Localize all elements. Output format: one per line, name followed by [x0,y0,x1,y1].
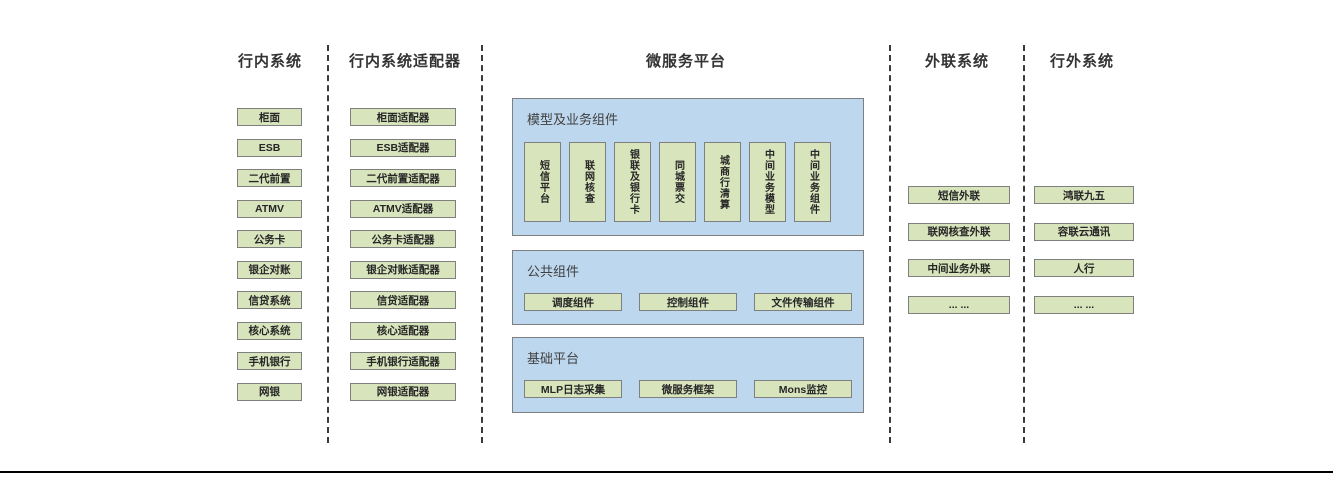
column-header-internal-adapters: 行内系统适配器 [348,53,461,70]
base-platform-boxes: MLP日志采集微服务框架 Mons监控 [524,380,852,398]
component-box: MLP日志采集 [524,380,622,398]
system-box: 银企对账 [237,260,302,279]
adapter-box: 信贷适配器 [350,291,456,309]
adapter-box: 手机银行适配器 [350,352,456,370]
external-link-box: 联网核查外联 [908,222,1010,241]
component-box-vertical: 联网核查 [569,142,606,222]
common-components-boxes: 调度组件控制组件文件传输组件 [524,293,852,311]
column-divider-3 [889,45,891,443]
system-box: 核心系统 [237,321,302,340]
outside-system-box: 容联云通讯 [1034,222,1134,241]
adapter-box: ESB适配器 [350,138,456,157]
adapter-box: 柜面适配器 [350,108,456,126]
outside-system-box: 鸿联九五 [1034,186,1134,204]
adapter-box: 网银适配器 [350,382,456,401]
outside-systems-list: 鸿联九五容联云通讯人行 ... ... [1034,186,1134,314]
group-label: 公共组件 [527,264,580,279]
component-box-vertical: 城商行清算 [704,142,741,222]
column-divider-4 [1023,45,1025,443]
group-label: 模型及业务组件 [527,112,619,127]
component-box-vertical: 同城票交 [659,142,696,222]
system-box: 信贷系统 [237,291,302,309]
column-header-external-link-systems: 外联系统 [924,53,989,70]
external-link-box: ... ... [908,295,1010,314]
component-box: 微服务框架 [639,380,737,398]
adapter-box: ATMV适配器 [350,199,456,218]
adapter-box: 二代前置适配器 [350,169,456,187]
column-header-internal-systems: 行内系统 [237,53,302,70]
component-box: 文件传输组件 [754,293,852,311]
component-box: 控制组件 [639,293,737,311]
external-link-list: 短信外联联网核查外联中间业务外联 ... ... [908,186,1010,314]
group-common-components: 公共组件 调度组件控制组件文件传输组件 [512,250,864,325]
system-box: 二代前置 [237,169,302,187]
system-box: 柜面 [237,108,302,126]
external-link-box: 中间业务外联 [908,259,1010,277]
adapter-box: 核心适配器 [350,321,456,340]
bottom-rule-line [0,471,1333,473]
component-box-vertical: 短信平台 [524,142,561,222]
column-header-outside-systems: 行外系统 [1049,53,1114,70]
system-box: ATMV [237,199,302,218]
outside-system-box: 人行 [1034,259,1134,277]
model-business-boxes: 短信平台联网核查银联及银行卡同城票交城商行清算中间业务模型中间业务组件 [524,142,852,222]
column-divider-2 [481,45,483,443]
component-box: Mons监控 [754,380,852,398]
adapter-box: 公务卡适配器 [350,230,456,248]
internal-systems-list: 柜面 ESB 二代前置 ATMV 公务卡银企对账信贷系统核心系统手机银行网银 [237,108,302,401]
group-model-business-components: 模型及业务组件 短信平台联网核查银联及银行卡同城票交城商行清算中间业务模型中间业… [512,98,864,236]
adapter-box: 银企对账适配器 [350,260,456,279]
group-base-platform: 基础平台 MLP日志采集微服务框架 Mons监控 [512,337,864,413]
outside-system-box: ... ... [1034,295,1134,314]
system-box: ESB [237,138,302,157]
component-box-vertical: 银联及银行卡 [614,142,651,222]
column-divider-1 [327,45,329,443]
system-box: 公务卡 [237,230,302,248]
component-box-vertical: 中间业务组件 [794,142,831,222]
system-box: 网银 [237,382,302,401]
component-box-vertical: 中间业务模型 [749,142,786,222]
group-label: 基础平台 [527,351,580,366]
column-header-microservice-platform: 微服务平台 [645,53,726,70]
component-box: 调度组件 [524,293,622,311]
system-box: 手机银行 [237,352,302,370]
internal-adapters-list: 柜面适配器 ESB适配器二代前置适配器 ATMV适配器公务卡适配器银企对账适配器信贷… [350,108,456,401]
external-link-box: 短信外联 [908,186,1010,204]
